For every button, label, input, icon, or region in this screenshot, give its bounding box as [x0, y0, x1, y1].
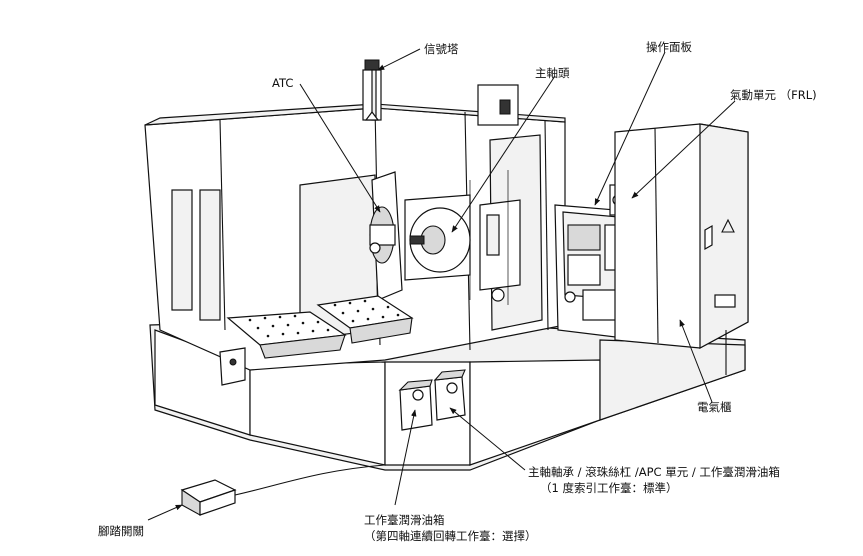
label-electrical-cabinet: 電氣櫃: [697, 400, 732, 414]
machine-enclosure: [144, 103, 566, 371]
lube-tank-spindle: [433, 369, 466, 421]
foot-switch: [180, 464, 386, 516]
label-table-lube-line2: （第四軸連續回轉工作臺：選擇）: [364, 529, 537, 543]
electrical-cabinet-body: [614, 123, 749, 375]
label-table-lube-line1: 工作臺潤滑油箱: [364, 513, 445, 527]
label-spindle-lube-line2: （1 度索引工作臺：標準）: [540, 481, 678, 495]
side-switch-box: [219, 347, 246, 386]
top-cover-box: [477, 84, 519, 126]
label-foot-switch: 腳踏開關: [98, 524, 144, 538]
label-spindle-lube-line1: 主軸軸承 / 滾珠絲杠 /APC 單元 / 工作臺潤滑油箱: [528, 465, 780, 479]
pallet-left: [226, 311, 347, 359]
signal-tower: [362, 59, 382, 121]
label-spindle-head: 主軸頭: [535, 66, 570, 80]
label-signal-tower: 信號塔: [424, 42, 459, 56]
spindle-head: [404, 170, 521, 305]
label-pneumatic-unit: 氣動單元 （FRL): [730, 88, 817, 102]
pallet-right: [316, 295, 414, 344]
lube-tank-table: [398, 379, 433, 431]
label-atc: ATC: [272, 76, 294, 90]
atc-unit: [369, 171, 403, 301]
leader-lines: [147, 48, 736, 521]
label-operation-panel: 操作面板: [646, 40, 692, 54]
